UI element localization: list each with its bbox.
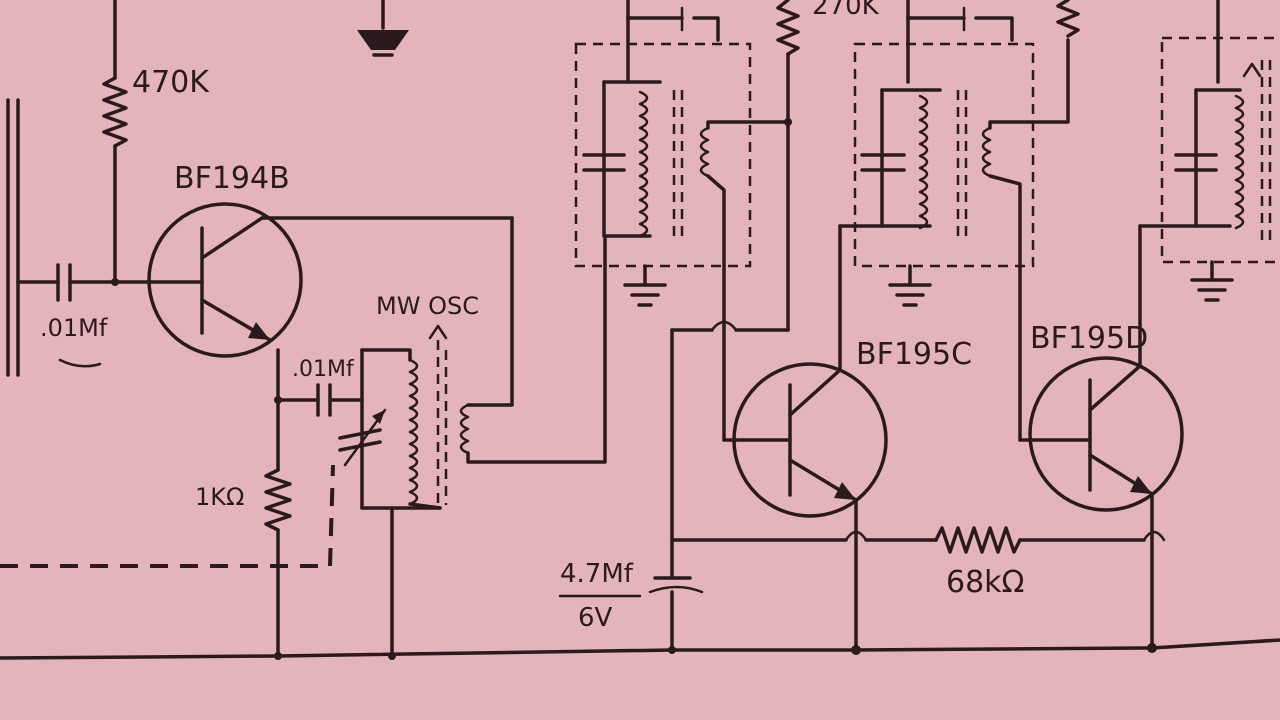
if-transformer-2: 270K xyxy=(812,0,1070,442)
osc-capacitor-label: .01Mf xyxy=(292,357,355,382)
ground-top xyxy=(357,0,409,57)
bypass-capacitor xyxy=(648,576,704,654)
bypass-capacitor-voltage: 6V xyxy=(578,603,613,633)
transistor-q2-label: BF195C xyxy=(856,337,972,372)
collector-resistor-2 xyxy=(1056,0,1080,38)
q1-emitter-network xyxy=(264,348,292,660)
bias-resistor-label: 470K xyxy=(132,65,210,100)
top-resistor-label: 270K xyxy=(812,0,880,21)
link-resistor-label: 68kΩ xyxy=(946,565,1024,600)
input-capacitor-label: .01Mf xyxy=(40,314,108,342)
transistor-q3-label: BF195D xyxy=(1030,321,1148,356)
if-transformer-1 xyxy=(574,0,792,322)
input-capacitor xyxy=(16,263,150,302)
pencil-mark xyxy=(58,358,102,368)
osc-capacitor xyxy=(276,383,364,417)
mw-osc-label: MW OSC xyxy=(376,292,479,320)
variable-capacitor xyxy=(338,408,387,467)
gang-link xyxy=(0,464,335,568)
antenna-rod xyxy=(6,98,20,377)
collector-resistor-1 xyxy=(670,0,800,332)
bias-resistor xyxy=(102,0,128,284)
if-transformer-3 xyxy=(1160,0,1280,302)
mw-osc-coil xyxy=(360,216,607,660)
transistor-q1-label: BF194B xyxy=(174,161,290,196)
link-resistor xyxy=(934,526,1166,554)
transistor-q3 xyxy=(1018,224,1232,653)
bypass-capacitor-value: 4.7Mf xyxy=(560,559,634,589)
ground-bus xyxy=(0,638,1280,660)
q2-emitter-network xyxy=(670,328,938,655)
emitter-resistor-label: 1KΩ xyxy=(195,483,244,511)
transistor-q1 xyxy=(146,202,514,358)
